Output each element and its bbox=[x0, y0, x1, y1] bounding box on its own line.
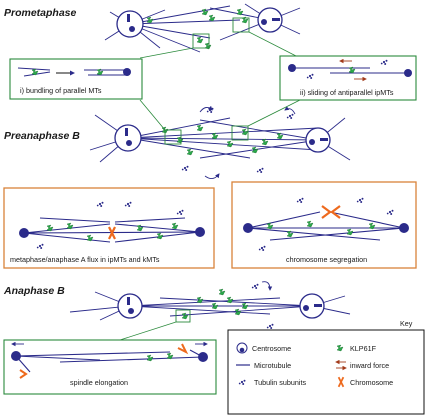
prometaphase-spindle bbox=[104, 3, 301, 53]
key-label-inward-force: inward force bbox=[350, 361, 389, 370]
inset-sliding: ii) sliding of antiparallel ipMTs bbox=[279, 55, 417, 101]
centrosome-icon bbox=[257, 7, 283, 33]
preanaphase-spindle bbox=[89, 105, 351, 179]
inset-flux: metaphase/anaphase A flux in ipMTs and k… bbox=[3, 187, 215, 269]
inset-elongation: spindle elongation bbox=[3, 339, 217, 395]
inset-bundling: i) bundling of parallel MTs bbox=[9, 58, 143, 100]
key-label-tubulin: Tubulin subunits bbox=[254, 378, 306, 387]
inset-caption-flux: metaphase/anaphase A flux in ipMTs and k… bbox=[10, 255, 160, 264]
inward-force-icon bbox=[335, 359, 347, 371]
key-label-centrosome: Centrosome bbox=[252, 344, 291, 353]
key-label-chromosome: Chromosome bbox=[350, 378, 393, 387]
key-legend: Key Centrosome KLP61F Microtubule inward… bbox=[227, 319, 425, 415]
key-title: Key bbox=[400, 319, 413, 328]
anaphase-b-spindle bbox=[69, 281, 351, 329]
inset-segregation: chromosome segregation bbox=[231, 181, 417, 269]
key-label-microtubule: Microtubule bbox=[254, 361, 291, 370]
centrosome-icon bbox=[116, 10, 144, 38]
stage-label-anaphase-b: Anaphase B bbox=[3, 285, 65, 297]
inset-caption-segregation: chromosome segregation bbox=[286, 255, 367, 264]
inset-caption-bundling: i) bundling of parallel MTs bbox=[20, 86, 102, 95]
stage-label-prometaphase: Prometaphase bbox=[4, 7, 77, 19]
stage-label-preanaphase-b: Preanaphase B bbox=[4, 130, 80, 142]
key-label-klp61f: KLP61F bbox=[350, 344, 377, 353]
inset-caption-sliding: ii) sliding of antiparallel ipMTs bbox=[300, 88, 394, 97]
inset-caption-elongation: spindle elongation bbox=[70, 378, 128, 387]
